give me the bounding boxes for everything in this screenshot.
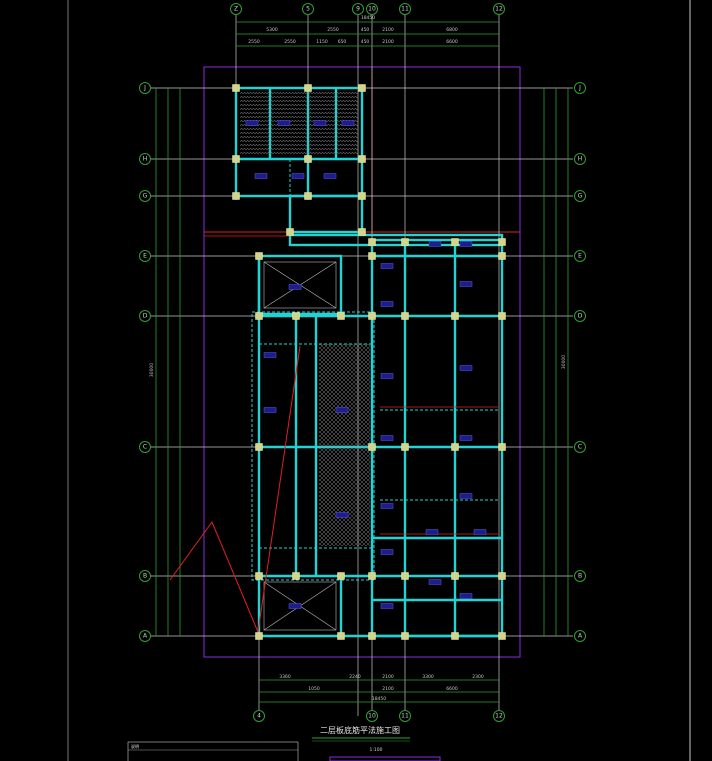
axis-label-bottom-4: 4 — [257, 713, 261, 720]
axis-label-left-E: E — [143, 253, 147, 260]
axis-label-top-Z: Z — [234, 6, 238, 13]
axis-label-left-C: C — [143, 444, 147, 451]
slab-tags — [245, 120, 487, 609]
axis-label-left-G: G — [143, 193, 148, 200]
axis-label-top-12: 12 — [495, 6, 503, 13]
axis-label-right-E: E — [578, 253, 582, 260]
svg-text:450: 450 — [361, 27, 370, 33]
axis-bubble-top-11 — [399, 3, 411, 15]
axis-label-bottom-12: 12 — [495, 713, 503, 720]
bottom-bar — [329, 756, 441, 761]
axis-bubble-top-10 — [366, 3, 378, 15]
axis-bubble-right-B — [574, 570, 586, 582]
red-leader-zigzag — [169, 345, 301, 634]
svg-text:6600: 6600 — [446, 686, 458, 692]
notes-header: 说明 — [131, 743, 139, 749]
svg-text:2550: 2550 — [284, 39, 296, 45]
axis-bubble-left-G — [139, 190, 151, 202]
dim-left-total: 30000 — [149, 363, 155, 377]
svg-text:1150: 1150 — [316, 39, 328, 45]
svg-text:6800: 6800 — [446, 27, 458, 33]
axis-bubble-left-D — [139, 310, 151, 322]
axis-label-left-A: A — [143, 633, 148, 640]
svg-text:2300: 2300 — [472, 674, 484, 680]
axis-bubble-top-9 — [352, 3, 364, 15]
axis-label-top-11: 11 — [401, 6, 409, 13]
svg-text:2100: 2100 — [382, 27, 394, 33]
axis-bubble-bottom-4 — [253, 710, 265, 722]
axis-bubble-right-D — [574, 310, 586, 322]
axis-label-right-H: H — [578, 156, 583, 163]
axis-bubble-top-5 — [302, 3, 314, 15]
axis-label-top-10: 10 — [368, 6, 376, 13]
axis-label-left-J: J — [143, 85, 146, 92]
hatch-area-upper — [240, 92, 358, 155]
svg-text:5300: 5300 — [266, 27, 278, 33]
svg-text:6600: 6600 — [446, 39, 458, 45]
axis-label-bottom-11: 11 — [401, 713, 409, 720]
axis-label-top-9: 9 — [356, 6, 360, 13]
axis-bubble-left-C — [139, 441, 151, 453]
axis-label-right-J: J — [578, 85, 581, 92]
axis-label-top-5: 5 — [306, 6, 310, 13]
svg-text:450: 450 — [361, 39, 370, 45]
dim-right-total: 30000 — [561, 355, 567, 369]
axis-bubble-right-G — [574, 190, 586, 202]
axis-bubble-right-A — [574, 630, 586, 642]
axis-label-bottom-10: 10 — [368, 713, 376, 720]
axis-label-right-A: A — [578, 633, 583, 640]
axis-label-left-D: D — [143, 313, 148, 320]
axis-bubble-left-B — [139, 570, 151, 582]
svg-text:2100: 2100 — [382, 686, 394, 692]
dim-top-row1: 5300 2550 450 2100 6800 — [266, 27, 458, 33]
axis-bubble-right-E — [574, 250, 586, 262]
axis-label-right-C: C — [578, 444, 582, 451]
svg-text:2550: 2550 — [327, 27, 339, 33]
axis-bubble-bottom-10 — [366, 710, 378, 722]
svg-text:2240: 2240 — [349, 674, 361, 680]
axis-bubble-right-H — [574, 153, 586, 165]
dim-bottom-total: 18450 — [372, 696, 386, 702]
drawing-title: 二层板底筋平法施工图 — [320, 725, 400, 735]
svg-text:3300: 3300 — [422, 674, 434, 680]
dim-top-total: 18450 — [361, 15, 375, 21]
dim-top-row2: 2550 2550 1150 650 450 2100 6600 — [248, 39, 458, 45]
notes-box — [127, 741, 299, 761]
dimension-chains — [155, 21, 569, 703]
svg-text:2100: 2100 — [382, 39, 394, 45]
svg-text:3360: 3360 — [279, 674, 291, 680]
axis-bubble-right-C — [574, 441, 586, 453]
axis-bubble-left-E — [139, 250, 151, 262]
axis-bubble-left-A — [139, 630, 151, 642]
drawing-scale: 1:100 — [370, 747, 383, 753]
svg-text:1050: 1050 — [308, 686, 320, 692]
axis-label-right-D: D — [578, 313, 583, 320]
axis-bubble-top-12 — [493, 3, 505, 15]
axis-bubble-bottom-11 — [399, 710, 411, 722]
axis-label-left-B: B — [143, 573, 147, 580]
svg-text:650: 650 — [338, 39, 347, 45]
dim-bottom-row2: 1050 2100 6600 — [308, 686, 458, 692]
axis-bubble-right-J — [574, 82, 586, 94]
drawing-frame — [203, 66, 521, 658]
axis-label-left-H: H — [143, 156, 148, 163]
svg-text:2100: 2100 — [382, 674, 394, 680]
axis-bubble-bottom-12 — [493, 710, 505, 722]
axis-label-right-B: B — [578, 573, 582, 580]
axis-bubble-left-H — [139, 153, 151, 165]
axis-label-right-G: G — [578, 193, 583, 200]
dim-bottom-row1: 3360 2240 2100 3300 2300 — [279, 674, 484, 680]
axis-bubble-left-J — [139, 82, 151, 94]
axis-bubble-top-Z — [230, 3, 242, 15]
svg-text:2550: 2550 — [248, 39, 260, 45]
columns — [232, 84, 506, 640]
